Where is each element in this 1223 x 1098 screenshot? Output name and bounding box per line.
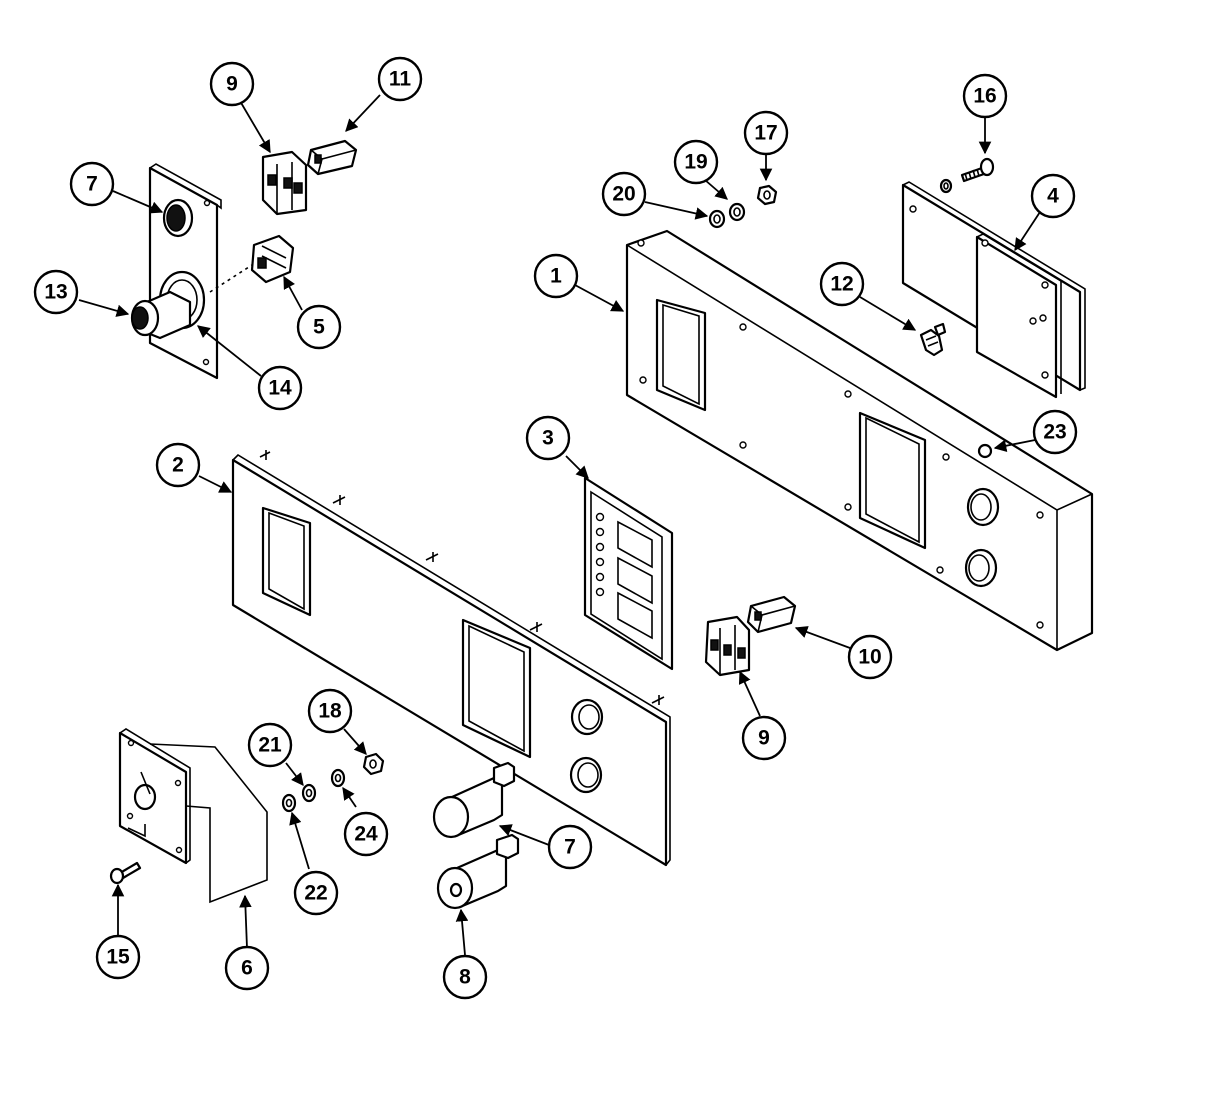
svg-text:16: 16 — [973, 85, 996, 108]
svg-text:7: 7 — [564, 836, 576, 859]
plug-23 — [977, 443, 993, 459]
svg-text:20: 20 — [612, 183, 635, 206]
svg-text:9: 9 — [758, 727, 770, 750]
callout-13: 13 — [33, 269, 79, 315]
svg-text:22: 22 — [304, 882, 327, 905]
svg-text:17: 17 — [754, 122, 777, 145]
callout-21: 21 — [247, 722, 293, 768]
knob-7 — [432, 761, 516, 839]
callout-10: 10 — [847, 634, 893, 680]
callout-9-upper: 9 — [209, 61, 255, 107]
svg-text:14: 14 — [268, 377, 292, 400]
callout-7-upper: 7 — [69, 161, 115, 207]
callout-22: 22 — [293, 870, 339, 916]
svg-text:23: 23 — [1043, 421, 1066, 444]
callout-15: 15 — [95, 934, 141, 980]
svg-text:24: 24 — [354, 823, 378, 846]
front-console-panel — [231, 450, 671, 867]
clip-12 — [919, 322, 947, 357]
rear-console-panel — [625, 229, 1094, 652]
svg-text:13: 13 — [44, 281, 67, 304]
callout-1: 1 — [533, 253, 579, 299]
callout-12: 12 — [819, 261, 865, 307]
screw-15 — [109, 861, 142, 885]
svg-text:2: 2 — [172, 454, 184, 477]
callout-8: 8 — [442, 954, 488, 1000]
callout-20: 20 — [601, 171, 647, 217]
callout-2: 2 — [155, 442, 201, 488]
timer-bracket-6 — [118, 728, 268, 904]
callout-16: 16 — [962, 73, 1008, 119]
screw-16 — [939, 157, 995, 194]
connector-10 — [746, 595, 797, 634]
leader-lines — [78, 94, 1041, 956]
svg-text:3: 3 — [542, 427, 554, 450]
svg-text:12: 12 — [830, 273, 853, 296]
callout-5: 5 — [296, 304, 342, 350]
svg-text:11: 11 — [389, 68, 412, 91]
svg-text:21: 21 — [258, 734, 282, 757]
callout-4: 4 — [1030, 173, 1076, 219]
washers-nut-bottom — [281, 752, 385, 813]
svg-text:5: 5 — [313, 316, 325, 339]
washers-nut-top — [708, 184, 778, 229]
svg-text:6: 6 — [241, 957, 253, 980]
callout-18: 18 — [307, 688, 353, 734]
push-button-bracket — [130, 163, 222, 380]
svg-text:8: 8 — [459, 966, 471, 989]
connector-9-upper — [261, 150, 308, 216]
back-cover-plate — [901, 181, 1086, 399]
svg-text:4: 4 — [1047, 185, 1059, 208]
callout-7-lower: 7 — [547, 824, 593, 870]
indicator-overlay-panel — [583, 476, 674, 671]
svg-text:1: 1 — [550, 265, 562, 288]
switch-5 — [209, 234, 295, 293]
callout-24: 24 — [343, 811, 389, 857]
callout-6: 6 — [224, 945, 270, 991]
connector-11 — [306, 139, 358, 176]
callout-11: 11 — [377, 56, 423, 102]
svg-text:15: 15 — [106, 946, 130, 969]
svg-text:7: 7 — [86, 173, 98, 196]
callout-9-lower: 9 — [741, 715, 787, 761]
callout-17: 17 — [743, 110, 789, 156]
callout-23: 23 — [1032, 409, 1078, 455]
svg-text:9: 9 — [226, 73, 238, 96]
svg-text:10: 10 — [858, 646, 881, 669]
callout-19: 19 — [673, 139, 719, 185]
knob-8 — [436, 833, 520, 910]
callout-14: 14 — [257, 365, 303, 411]
connector-9-lower — [704, 615, 751, 677]
callout-3: 3 — [525, 415, 571, 461]
svg-text:19: 19 — [684, 151, 707, 174]
svg-text:18: 18 — [318, 700, 342, 723]
